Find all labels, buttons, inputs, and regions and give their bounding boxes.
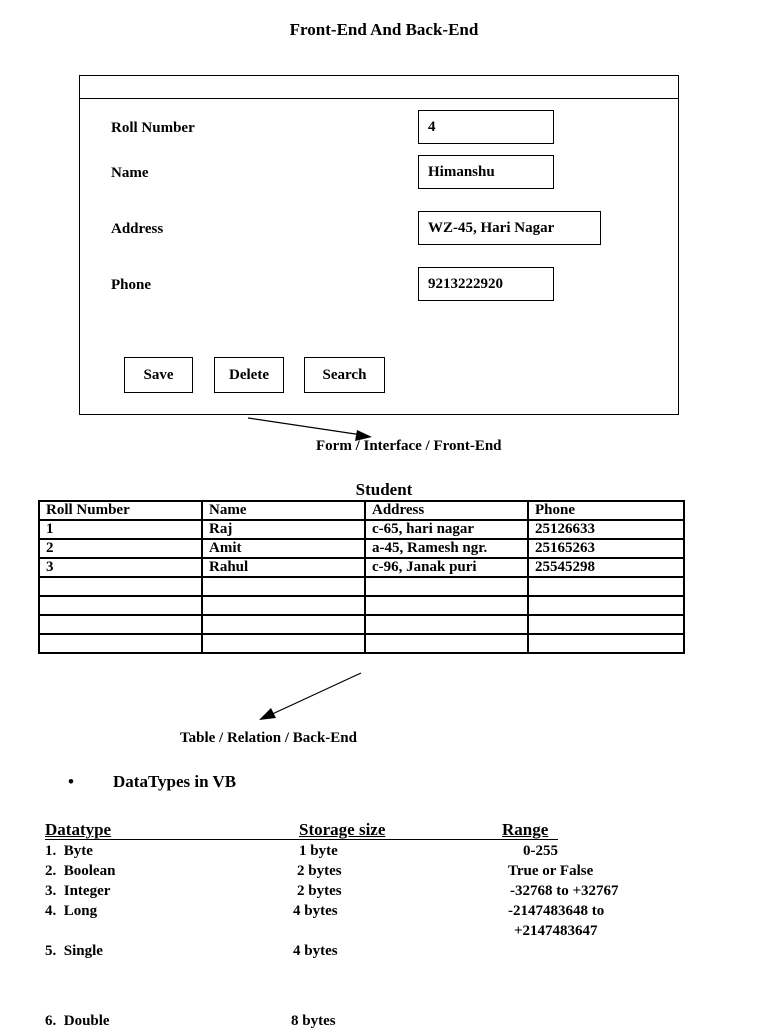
range-column-header: Range: [502, 820, 549, 839]
table-cell: c-96, Janak puri: [364, 557, 529, 578]
table-cell: [38, 576, 203, 597]
datatype-range-continued: +2147483647: [514, 923, 598, 939]
table-row: 2 Amit a-45, Ramesh ngr. 25165263: [38, 538, 685, 559]
name-label: Name: [111, 165, 149, 181]
table-cell: [201, 576, 366, 597]
storage-column-header: Storage size: [299, 820, 386, 839]
bullet-icon: •: [68, 772, 74, 791]
datatype-size: 4 bytes: [293, 943, 338, 959]
back-end-arrow-icon: [259, 672, 362, 720]
search-button[interactable]: Search: [304, 357, 385, 393]
datatype-name: 5. Single: [45, 943, 103, 959]
name-field[interactable]: Himanshu: [418, 155, 554, 189]
table-cell: [527, 595, 685, 616]
table-cell: 25165263: [527, 538, 685, 559]
front-end-arrow-icon: [247, 417, 372, 441]
table-row-empty: [38, 614, 685, 635]
header-phone: Phone: [527, 500, 685, 521]
table-cell: [201, 633, 366, 654]
table-cell: [527, 633, 685, 654]
table-row-empty: [38, 633, 685, 654]
table-row-empty: [38, 595, 685, 616]
phone-label: Phone: [111, 277, 152, 293]
address-label: Address: [111, 221, 164, 237]
datatype-size: 2 bytes: [297, 883, 342, 899]
table-header-row: Roll Number Name Address Phone: [38, 500, 685, 521]
table-cell: [527, 576, 685, 597]
datatype-name: 2. Boolean: [45, 863, 116, 879]
save-button[interactable]: Save: [124, 357, 193, 393]
table-cell: 25126633: [527, 519, 685, 540]
datatype-range: -32768 to +32767: [510, 883, 619, 899]
section-heading-text: DataTypes in VB: [113, 772, 237, 791]
back-end-caption: Table / Relation / Back-End: [180, 730, 357, 746]
address-field[interactable]: WZ-45, Hari Nagar: [418, 211, 601, 245]
datatype-range: -2147483648 to: [508, 903, 605, 919]
section-heading: • DataTypes in VB: [68, 772, 236, 792]
header-name: Name: [201, 500, 366, 521]
table-cell: Rahul: [201, 557, 366, 578]
table-cell: c-65, hari nagar: [364, 519, 529, 540]
datatype-size: 2 bytes: [297, 863, 342, 879]
datatype-size: 4 bytes: [293, 903, 338, 919]
table-cell: [364, 595, 529, 616]
table-cell: [201, 614, 366, 635]
table-cell: 1: [38, 519, 203, 540]
table-cell: [527, 614, 685, 635]
front-end-caption: Form / Interface / Front-End: [316, 438, 502, 454]
form-title-bar: [80, 76, 678, 99]
datatype-name: 1. Byte: [45, 843, 93, 859]
roll-number-label: Roll Number: [111, 120, 195, 136]
datatype-name: 3. Integer: [45, 883, 111, 899]
header-divider: [45, 839, 558, 840]
table-cell: a-45, Ramesh ngr.: [364, 538, 529, 559]
datatype-size: 8 bytes: [291, 1013, 336, 1029]
page-title: Front-End And Back-End: [289, 20, 479, 39]
table-cell: [364, 614, 529, 635]
table-row: 3 Rahul c-96, Janak puri 25545298: [38, 557, 685, 578]
datatype-range: True or False: [508, 863, 594, 879]
table-cell: [364, 576, 529, 597]
datatype-range: 0-255: [523, 843, 558, 859]
table-title: Student: [355, 480, 413, 499]
table-row-empty: [38, 576, 685, 597]
table-cell: [38, 595, 203, 616]
roll-number-field[interactable]: 4: [418, 110, 554, 144]
table-cell: [38, 633, 203, 654]
delete-button[interactable]: Delete: [214, 357, 284, 393]
table-cell: [364, 633, 529, 654]
datatype-size: 1 byte: [299, 843, 338, 859]
student-form: Roll Number 4 Name Himanshu Address WZ-4…: [79, 75, 679, 415]
datatype-name: 6. Double: [45, 1013, 110, 1029]
student-table: Roll Number Name Address Phone 1 Raj c-6…: [38, 500, 685, 654]
table-cell: 2: [38, 538, 203, 559]
datatype-name: 4. Long: [45, 903, 98, 919]
table-row: 1 Raj c-65, hari nagar 25126633: [38, 519, 685, 540]
datatype-column-header: Datatype: [45, 820, 112, 839]
phone-field[interactable]: 9213222920: [418, 267, 554, 301]
table-cell: [201, 595, 366, 616]
table-cell: Raj: [201, 519, 366, 540]
table-cell: 25545298: [527, 557, 685, 578]
header-address: Address: [364, 500, 529, 521]
table-cell: 3: [38, 557, 203, 578]
table-cell: [38, 614, 203, 635]
table-cell: Amit: [201, 538, 366, 559]
header-roll-number: Roll Number: [38, 500, 203, 521]
